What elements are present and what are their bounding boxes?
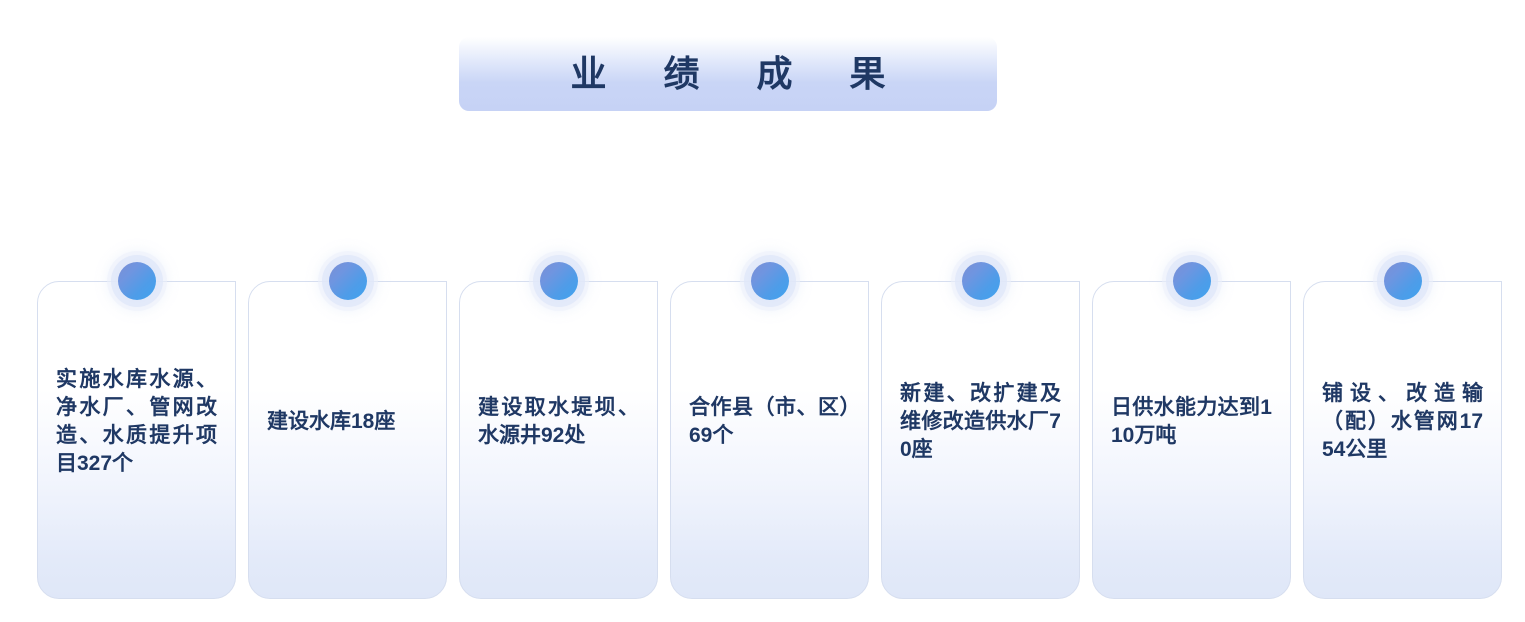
achievement-card-7[interactable]: 铺设、改造输（配）水管网1754公里 bbox=[1303, 262, 1502, 599]
page-title: 业 绩 成 果 bbox=[570, 54, 910, 94]
achievement-card-4[interactable]: 合作县（市、区）69个 bbox=[670, 262, 869, 599]
card-text: 合作县（市、区）69个 bbox=[689, 395, 850, 447]
title-banner: 业 绩 成 果 bbox=[459, 37, 997, 111]
achievement-card-5[interactable]: 新建、改扩建及维修改造供水厂70座 bbox=[881, 262, 1080, 599]
card-body: 日供水能力达到110万吨 bbox=[1092, 281, 1291, 599]
card-body: 建设取水堤坝、水源井92处 bbox=[459, 281, 658, 599]
achievement-card-3[interactable]: 建设取水堤坝、水源井92处 bbox=[459, 262, 658, 599]
circle-badge-icon bbox=[539, 262, 578, 300]
card-text: 建设水库18座 bbox=[267, 409, 396, 433]
achievement-card-1[interactable]: 实施水库水源、净水厂、管网改造、水质提升项目327个 bbox=[37, 262, 236, 599]
achievement-card-2[interactable]: 建设水库18座 bbox=[248, 262, 447, 599]
achievement-card-6[interactable]: 日供水能力达到110万吨 bbox=[1092, 262, 1291, 599]
card-body: 新建、改扩建及维修改造供水厂70座 bbox=[881, 281, 1080, 599]
circle-badge-icon bbox=[1172, 262, 1211, 300]
circle-badge-icon bbox=[117, 262, 156, 300]
card-text: 日供水能力达到110万吨 bbox=[1111, 395, 1272, 447]
card-text: 铺设、改造输（配）水管网1754公里 bbox=[1322, 381, 1483, 462]
card-body: 铺设、改造输（配）水管网1754公里 bbox=[1303, 281, 1502, 599]
card-text: 新建、改扩建及维修改造供水厂70座 bbox=[900, 381, 1061, 462]
card-text: 实施水库水源、净水厂、管网改造、水质提升项目327个 bbox=[56, 367, 217, 476]
achievement-cards-row: 实施水库水源、净水厂、管网改造、水质提升项目327个 建设水库18座 建设取水堤… bbox=[37, 262, 1502, 599]
card-body: 建设水库18座 bbox=[248, 281, 447, 599]
card-text: 建设取水堤坝、水源井92处 bbox=[478, 395, 639, 447]
circle-badge-icon bbox=[1383, 262, 1422, 300]
card-body: 实施水库水源、净水厂、管网改造、水质提升项目327个 bbox=[37, 281, 236, 599]
card-body: 合作县（市、区）69个 bbox=[670, 281, 869, 599]
circle-badge-icon bbox=[328, 262, 367, 300]
circle-badge-icon bbox=[750, 262, 789, 300]
circle-badge-icon bbox=[961, 262, 1000, 300]
